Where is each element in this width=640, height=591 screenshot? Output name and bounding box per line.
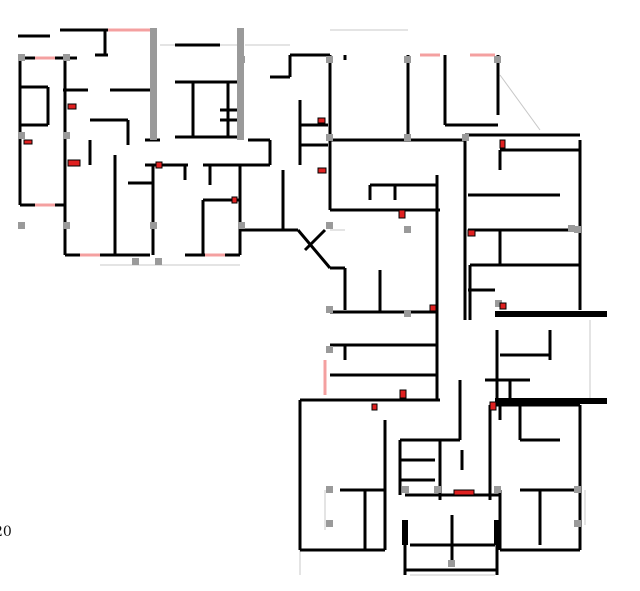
structural-wall [150,28,157,140]
shaft [371,403,378,411]
corner-label: 20 [0,524,12,540]
shaft [231,196,238,204]
thin-line [499,74,541,131]
column [434,486,441,493]
wall [296,229,332,269]
column [238,222,245,229]
column [18,54,25,61]
shaft [399,389,407,399]
shaft [489,401,497,411]
wall [303,228,327,252]
column [574,226,581,233]
column [495,300,502,307]
columns [18,28,581,567]
shaft [23,139,33,145]
column [326,486,333,493]
column [155,258,162,265]
shaft [398,209,406,219]
column [404,134,411,141]
structural-wall [237,28,244,140]
column [326,346,333,353]
column [18,132,25,139]
column [402,486,409,493]
column [326,56,333,63]
column [150,222,157,229]
shaft [453,489,475,496]
column [326,134,333,141]
column [326,222,333,229]
column [404,226,411,233]
column [462,134,469,141]
column [574,520,581,527]
column [326,306,333,313]
shaft [317,167,327,174]
column [494,486,501,493]
shaft [499,302,507,310]
shaft [429,304,437,312]
column [568,225,575,232]
column [63,132,70,139]
column [448,560,455,567]
column [326,520,333,527]
shaft [67,159,81,167]
walls [18,28,607,575]
column [404,56,411,63]
shaft [317,117,326,124]
ventilation-shafts [23,103,507,496]
shaft [67,103,77,110]
shaft [155,161,163,169]
column [63,54,70,61]
thin-lines [100,29,591,576]
shaft [499,139,506,149]
column [132,258,139,265]
column [574,486,581,493]
column [63,222,70,229]
column [404,310,411,317]
shaft [467,229,476,237]
column [494,56,501,63]
column [18,222,25,229]
